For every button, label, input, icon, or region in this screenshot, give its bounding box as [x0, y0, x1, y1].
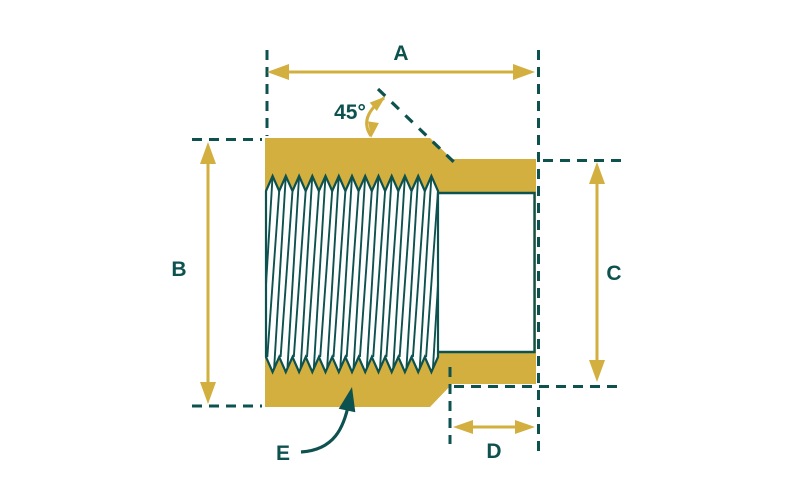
dimension-a: A [267, 42, 535, 80]
dimension-c: C [589, 162, 622, 382]
chamfer-arc-arrowhead-bottom [368, 121, 379, 138]
dim-d-label: D [486, 440, 501, 463]
dim-b-arrowhead-bottom [200, 382, 216, 404]
dim-a-arrowhead-left [267, 64, 289, 80]
dim-b-label: B [171, 258, 186, 281]
smooth-bore [438, 191, 536, 354]
extension-lines [192, 50, 621, 456]
dim-b-arrowhead-top [200, 142, 216, 164]
dim-d-arrowhead-right [515, 420, 535, 434]
dim-c-arrowhead-bottom [589, 360, 605, 382]
dim-a-label: A [393, 42, 408, 65]
dimension-b: B [171, 142, 216, 404]
chamfer-angle-label: 45° [334, 101, 366, 124]
dim-a-arrowhead-right [513, 64, 535, 80]
dim-e-label: E [276, 442, 290, 465]
dimension-d: D [453, 420, 535, 463]
e-leader-arrowhead [338, 387, 356, 413]
dim-c-label: C [606, 262, 621, 285]
thread-crest-lines [266, 176, 438, 372]
chamfer-arc-arrowhead-top [369, 96, 386, 111]
chamfer-angle-callout: 45° [334, 96, 386, 138]
thread-profile [264, 173, 440, 375]
thread-callout-e: E [276, 387, 356, 465]
dim-c-arrowhead-top [589, 162, 605, 184]
dim-d-arrowhead-left [453, 420, 473, 434]
e-leader-curve [300, 401, 351, 454]
